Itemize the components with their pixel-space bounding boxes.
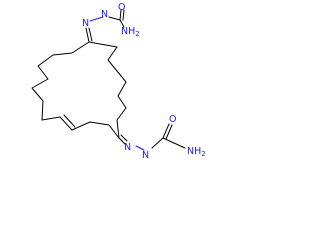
atom-nh2-top: NH2	[121, 26, 140, 38]
ring-chain-left	[31, 41, 90, 121]
atom-nh2-bottom: NH2	[187, 146, 206, 158]
bottom-c-n-double-bond-b	[120, 134, 128, 142]
bottom-c-n-double-bond-a	[118, 137, 126, 145]
bottom-c-o-double-bond-b	[165, 124, 173, 140]
chemical-structure: N N O NH2 N N O NH2	[31, 2, 206, 161]
atom-o-bottom: O	[169, 114, 176, 125]
bottom-c-o-double-bond-a	[162, 123, 170, 139]
atom-n-bottom-1: N	[124, 142, 131, 153]
macrocycle-ring-bonds	[31, 41, 127, 139]
atom-n-top-2: N	[101, 9, 108, 20]
atom-n-top-1: N	[82, 18, 89, 29]
top-c-o-double-bond-b	[122, 9, 125, 21]
top-c-o-double-bond-a	[119, 9, 122, 21]
ring-chain-bottom	[71, 121, 120, 139]
bottom-semicarbazone	[118, 123, 186, 151]
top-semicarbazone	[85, 9, 125, 43]
top-c-n-double-bond-a	[85, 27, 90, 43]
bottom-n-c-bond	[151, 137, 164, 149]
atom-labels: N N O NH2 N N O NH2	[82, 2, 206, 161]
bottom-c-nh2-bond	[162, 137, 186, 149]
top-n-c-bond	[108, 16, 121, 21]
top-c-nh2-bond	[119, 19, 125, 28]
ring-chain-right	[88, 41, 127, 139]
atom-o-top: O	[118, 2, 125, 13]
ring-cis-double-bond-b	[63, 114, 76, 128]
ring-cis-double-bond-a	[59, 116, 73, 131]
bottom-n-n-bond	[135, 145, 145, 151]
top-n-n-bond	[89, 16, 104, 22]
atom-n-bottom-2: N	[142, 150, 149, 161]
top-c-n-double-bond-b	[88, 27, 93, 42]
